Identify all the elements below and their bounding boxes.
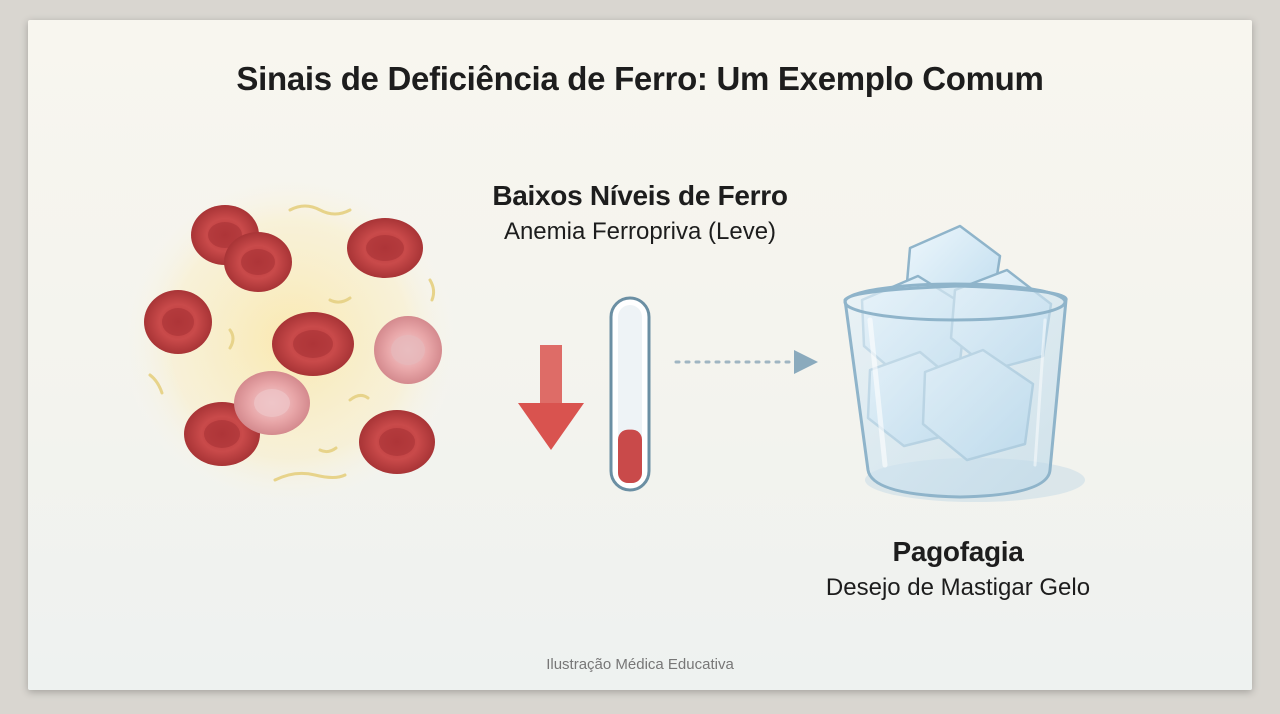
footer-credit: Ilustração Médica Educativa — [546, 656, 734, 673]
dotted-arrow-icon — [674, 350, 818, 374]
iron-subtitle: Anemia Ferropriva (Leve) — [503, 218, 777, 245]
pagophagia-title: Pagofagia — [892, 536, 1024, 567]
ice-glass-icon — [843, 224, 1085, 502]
down-arrow-icon — [518, 345, 584, 450]
iron-title: Baixos Níveis de Ferro — [492, 180, 788, 211]
blood-cells-icon — [120, 170, 460, 510]
iron-label-block: Baixos Níveis de Ferro Anemia Ferropriva… — [440, 180, 840, 246]
pagophagia-label-block: Pagofagia Desejo de Mastigar Gelo — [758, 536, 1158, 602]
pagophagia-subtitle: Desejo de Mastigar Gelo — [825, 574, 1091, 601]
page-title: Sinais de Deficiência de Ferro: Um Exemp… — [236, 60, 1044, 97]
iron-level-gauge — [609, 296, 651, 492]
